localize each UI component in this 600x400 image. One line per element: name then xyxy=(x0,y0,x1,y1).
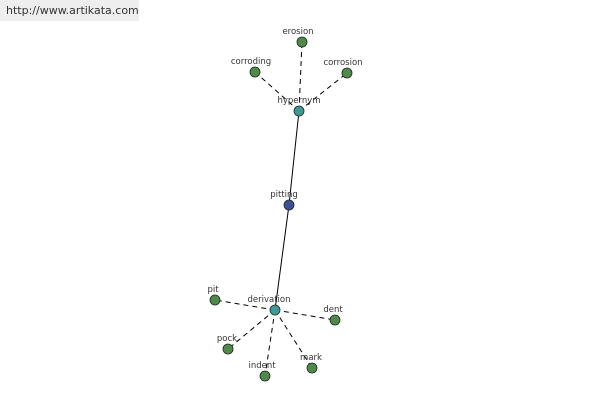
node-label-hypernym: hypernym xyxy=(277,96,320,106)
edge-derivation-indent xyxy=(264,309,276,377)
node-label-derivation: derivation xyxy=(247,295,290,305)
node-label-pitting: pitting xyxy=(270,190,298,200)
edge-derivation-dent xyxy=(274,309,336,321)
node-corrosion[interactable]: corrosion xyxy=(323,58,363,79)
edge-derivation-mark xyxy=(274,309,313,369)
node-dent[interactable]: dent xyxy=(323,305,343,326)
edges-layer xyxy=(214,41,348,377)
node-hypernym[interactable]: hypernym xyxy=(277,96,321,117)
node-dot-pit[interactable] xyxy=(209,294,221,306)
node-label-mark: mark xyxy=(300,353,322,363)
edge-hypernym-erosion xyxy=(298,41,303,112)
edge-derivation-pock xyxy=(227,309,276,350)
node-pit[interactable]: pit xyxy=(207,285,221,306)
node-label-corrosion: corrosion xyxy=(323,58,362,68)
node-erosion[interactable]: erosion xyxy=(282,27,314,48)
node-dot-derivation[interactable] xyxy=(269,304,281,316)
node-dot-pitting[interactable] xyxy=(283,199,295,211)
edge-hypernym-corrosion xyxy=(298,72,348,112)
edge-derivation-pit xyxy=(214,299,276,311)
node-derivation[interactable]: derivation xyxy=(247,295,291,316)
node-label-erosion: erosion xyxy=(282,27,313,37)
edge-hypernym-corroding xyxy=(254,71,300,112)
node-corroding[interactable]: corroding xyxy=(231,57,271,78)
node-dot-erosion[interactable] xyxy=(296,36,308,48)
node-dot-dent[interactable] xyxy=(329,314,341,326)
node-label-pock: pock xyxy=(217,334,237,344)
node-dot-mark[interactable] xyxy=(306,362,318,374)
url-banner[interactable]: http://www.artikata.com xyxy=(0,0,139,21)
node-pock[interactable]: pock xyxy=(217,334,237,355)
edge-pitting-derivation xyxy=(274,204,290,311)
nodes-layer: pitting hypernym derivation erosion corrodin… xyxy=(207,27,363,382)
node-pitting[interactable]: pitting xyxy=(270,190,298,211)
node-label-indent: indent xyxy=(248,361,276,371)
node-dot-corroding[interactable] xyxy=(249,66,261,78)
node-dot-indent[interactable] xyxy=(259,370,271,382)
node-label-corroding: corroding xyxy=(231,57,271,67)
node-indent[interactable]: indent xyxy=(248,361,276,382)
node-label-dent: dent xyxy=(323,305,343,315)
node-dot-corrosion[interactable] xyxy=(341,67,353,79)
node-dot-hypernym[interactable] xyxy=(293,105,305,117)
node-mark[interactable]: mark xyxy=(300,353,322,374)
edge-pitting-hypernym xyxy=(288,110,300,206)
node-label-pit: pit xyxy=(207,285,219,295)
node-dot-pock[interactable] xyxy=(222,343,234,355)
